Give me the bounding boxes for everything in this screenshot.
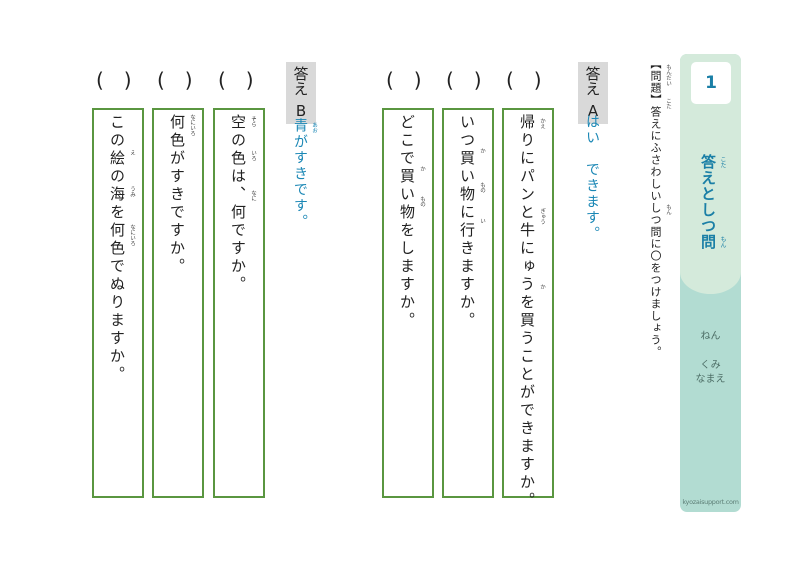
question-box-a3: [382, 108, 434, 498]
ruby-b1-iro: いろ: [250, 150, 256, 161]
answer-slot-b3[interactable]: ( ): [96, 68, 132, 92]
question-a3: どこで買い物をしますか。: [398, 114, 416, 330]
ruby-b2-naniiro: なにいろ: [189, 114, 195, 136]
ruby-a2-i: い: [479, 218, 485, 224]
ruby-b3-umi: うみ: [129, 186, 135, 197]
answer-slot-a2[interactable]: ( ): [446, 68, 482, 92]
answer-a-header: 答え A: [578, 62, 608, 124]
question-b1: 空の色は、何ですか。: [229, 114, 247, 294]
class-label: くみ: [700, 360, 721, 371]
question-a1: 帰りにパンと牛にゅうを買うことができますか。: [518, 114, 536, 510]
answer-slot-a1[interactable]: ( ): [506, 68, 542, 92]
question-a2: いつ買い物に行きますか。: [458, 114, 476, 330]
answer-slot-b2[interactable]: ( ): [157, 68, 193, 92]
answer-b-letter: B: [295, 102, 307, 120]
question-box-a2: [442, 108, 494, 498]
name-label: なまえ: [695, 374, 726, 385]
ruby-b1-nani: なに: [250, 190, 256, 201]
ruby-b-ao: あお: [311, 122, 317, 133]
worksheet-title: 答えとしつ問: [699, 154, 717, 250]
worksheet-sidebar: 1 答えとしつ問 こた もん ねん くみ なまえ kyozaisupport.c…: [680, 54, 741, 512]
question-box-b2: [152, 108, 204, 498]
instruction-text: 【問題】答えにふさわしいしつ問に〇をつけましょう。: [649, 58, 662, 358]
ruby-a3-mono: もの: [419, 196, 425, 207]
worksheet-number: 1: [691, 62, 731, 104]
question-b3: この絵の海を何色でぬりますか。: [108, 114, 126, 384]
answer-slot-a3[interactable]: ( ): [386, 68, 422, 92]
answer-b-header: 答え B: [286, 62, 316, 124]
ruby-mondai: もんだい: [665, 64, 671, 86]
answer-a-letter: A: [587, 102, 599, 120]
question-b2: 何色がすきですか。: [168, 114, 186, 276]
answer-slot-b1[interactable]: ( ): [218, 68, 254, 92]
answer-a-text: はい できます。: [584, 114, 600, 242]
title-ruby-kotae: こた: [719, 156, 726, 168]
question-box-b3: [92, 108, 144, 498]
grade-label: ねん: [700, 331, 721, 342]
answer-b-text: 青がすきです。: [292, 118, 308, 230]
site-credit: kyozaisupport.com: [682, 498, 739, 506]
ruby-b3-e: え: [129, 150, 135, 156]
ruby-a1-kae: かえ: [539, 118, 545, 129]
ruby-a1-gyuu: ぎゅう: [539, 208, 545, 225]
ruby-a2-ka: か: [479, 148, 485, 154]
ruby-mon: もん: [665, 204, 671, 215]
ruby-a1-ka: か: [539, 284, 545, 290]
question-box-a1: [502, 108, 554, 498]
ruby-kotae: こた: [665, 98, 671, 109]
ruby-a2-mono: もの: [479, 182, 485, 193]
question-box-b1: [213, 108, 265, 498]
answer-b-label: 答え: [291, 66, 310, 96]
ruby-b1-sora: そら: [250, 116, 256, 127]
title-ruby-mon: もん: [719, 236, 726, 248]
ruby-a3-ka: か: [419, 166, 425, 172]
answer-a-label: 答え: [583, 66, 602, 96]
ruby-b3-naniiro: なにいろ: [129, 224, 135, 246]
